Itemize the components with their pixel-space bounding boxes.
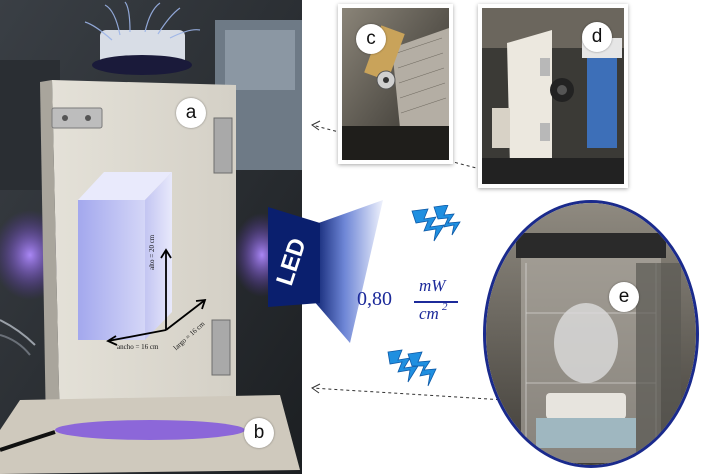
photo-e-ellipse: e bbox=[483, 200, 699, 468]
photo-e bbox=[486, 203, 696, 465]
led-projector bbox=[268, 200, 383, 343]
irradiance-unit-exp: 2 bbox=[442, 301, 448, 313]
main-photo-scene bbox=[0, 0, 302, 474]
panel-label-b: b bbox=[244, 418, 274, 448]
photo-d-frame: d bbox=[478, 4, 628, 188]
main-photo: alto = 20 cm ancho = 16 cm largo = 16 cm… bbox=[0, 0, 302, 474]
panel-label-e: e bbox=[609, 282, 639, 312]
panel-label-a: a bbox=[176, 98, 206, 128]
dim-ancho: ancho = 16 cm bbox=[117, 343, 159, 351]
lightning-icon-top bbox=[411, 205, 461, 242]
panel-label-d: d bbox=[582, 22, 612, 52]
irradiance-unit-num: mW bbox=[419, 276, 446, 295]
lightning-icon-bottom bbox=[387, 349, 437, 387]
irradiance-unit-den: cm bbox=[419, 304, 439, 323]
box-diagram bbox=[78, 172, 207, 346]
irradiance-value: 0,80 bbox=[357, 288, 392, 310]
panel-label-c: c bbox=[356, 24, 386, 54]
irradiance-fraction-bar bbox=[414, 301, 458, 303]
photo-c-frame: c bbox=[338, 4, 453, 164]
dim-alto: alto = 20 cm bbox=[148, 234, 156, 270]
